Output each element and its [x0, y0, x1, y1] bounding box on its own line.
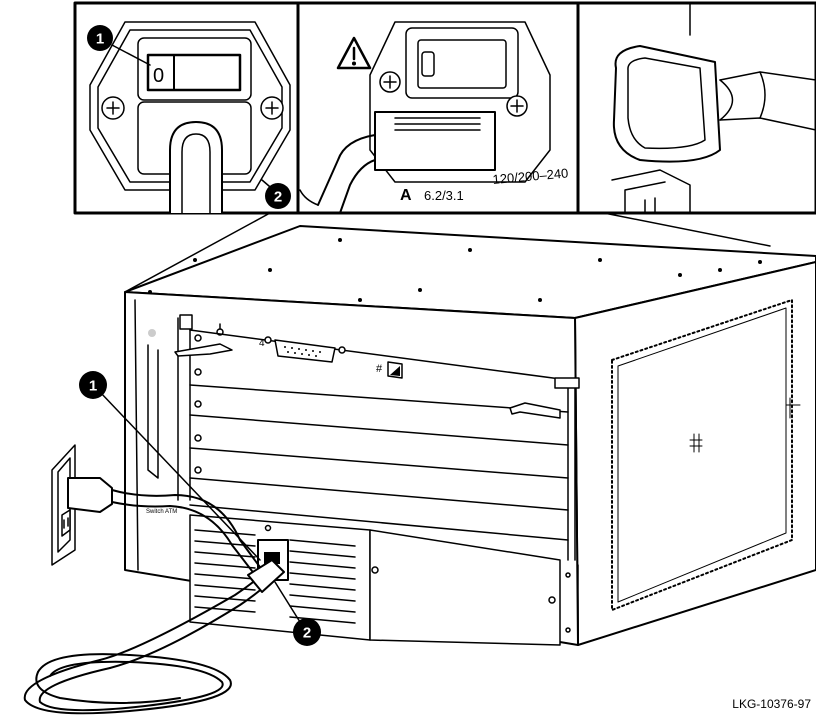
screw-icon	[506, 95, 528, 117]
slot-number: 4	[259, 338, 265, 349]
svg-text:2: 2	[303, 625, 311, 642]
svg-text:1: 1	[96, 31, 104, 48]
power-cord	[23, 477, 285, 715]
amp-unit: A	[400, 187, 412, 204]
plug-panel: 120/200–240 A 6.2/3.1	[299, 21, 569, 214]
rocker-switch	[417, 39, 507, 89]
power-switch-rocker	[146, 53, 242, 92]
chassis: 4 # Switch ATM	[124, 225, 816, 646]
callout-1-inset: 1	[87, 25, 151, 66]
figure-id: LKG-10376-97	[732, 697, 811, 711]
switch-position-label: 0	[153, 65, 164, 87]
callout-2-inset: 2	[261, 179, 291, 209]
screw-icon	[101, 96, 125, 120]
svg-text:1: 1	[89, 378, 97, 395]
screw-icon	[379, 71, 401, 93]
amp-label: 6.2/3.1	[424, 188, 464, 203]
svg-text:2: 2	[274, 189, 282, 206]
voltage-label: 120/200–240	[492, 165, 569, 187]
power-plug-icon	[299, 111, 496, 214]
warning-icon	[336, 36, 372, 70]
screw-icon	[260, 96, 284, 120]
inset-panels: 0	[73, 1, 816, 215]
brand-text: Switch ATM	[146, 509, 177, 515]
slot-symbol: #	[376, 363, 383, 375]
wall-outlet-icon	[51, 444, 76, 566]
plug-detail-panel	[611, 2, 816, 214]
switch-panel: 0	[89, 21, 291, 214]
callout-1-main: 1	[79, 371, 261, 561]
callout-2-main: 2	[274, 581, 321, 646]
grid-mark	[689, 397, 801, 453]
